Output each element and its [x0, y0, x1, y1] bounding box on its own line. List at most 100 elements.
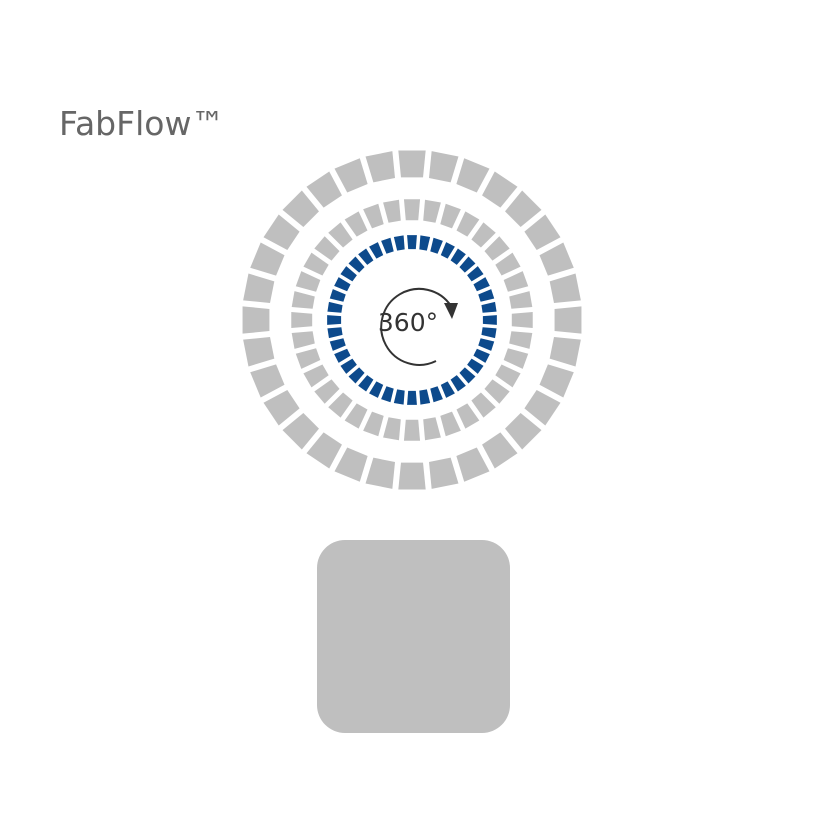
ring-segment — [393, 389, 405, 405]
ring-segment — [243, 273, 275, 303]
ring-segment — [263, 214, 300, 250]
ring-segment — [482, 432, 518, 469]
ring-segment — [524, 214, 561, 250]
ring-segment — [291, 291, 315, 309]
ring-segment — [459, 256, 476, 273]
ring-segment — [250, 242, 285, 276]
ring-segment — [306, 171, 342, 208]
ring-segment — [369, 242, 384, 259]
ring-segment — [478, 338, 495, 351]
ring-segment — [505, 413, 542, 450]
ring-segment — [440, 411, 461, 437]
ring-segment — [348, 367, 365, 384]
ring-segment — [450, 375, 466, 392]
ring-segment — [340, 358, 357, 374]
inner-ring — [327, 235, 497, 405]
ring-segment — [423, 417, 441, 441]
ring-segment — [419, 235, 431, 251]
ring-segment — [430, 237, 443, 254]
ring-segment — [440, 242, 455, 259]
ring-segment — [403, 199, 421, 221]
ring-segment — [430, 386, 443, 403]
ring-segment — [334, 348, 351, 363]
ring-segment — [473, 348, 490, 363]
middle-ring — [291, 199, 533, 441]
ring-segment — [358, 248, 374, 265]
ring-segment — [473, 277, 490, 292]
ring-segment — [314, 379, 340, 404]
ring-segment — [250, 364, 285, 398]
ring-segment — [398, 462, 426, 490]
ring-segment — [407, 235, 417, 250]
ring-segment — [403, 419, 421, 441]
ring-segment — [344, 403, 368, 429]
ring-segment — [334, 158, 368, 193]
ring-segment — [306, 432, 342, 469]
segmented-rings — [242, 150, 582, 490]
ring-segment — [383, 199, 401, 223]
ring-segment — [471, 222, 496, 248]
ring-segment — [348, 256, 365, 273]
ring-segment — [503, 348, 529, 369]
ring-segment — [429, 457, 459, 489]
ring-segment — [398, 150, 426, 178]
ring-segment — [459, 367, 476, 384]
ring-segment — [456, 403, 480, 429]
ring-segment — [524, 390, 561, 426]
ring-segment — [456, 211, 480, 237]
brand-title: FabFlow™ — [59, 104, 225, 143]
ring-segment — [549, 337, 581, 367]
placeholder-tile — [317, 540, 510, 733]
ring-segment — [365, 457, 395, 489]
ring-segment — [440, 381, 455, 398]
ring-segment — [481, 301, 497, 313]
ring-segment — [423, 199, 441, 223]
ring-segment — [303, 252, 329, 276]
ring-segment — [393, 235, 405, 251]
ring-segment — [495, 364, 521, 388]
ring-segment — [329, 289, 346, 302]
outer-ring — [242, 150, 582, 490]
ring-segment — [456, 447, 490, 482]
ring-segment — [495, 252, 521, 276]
ring-segment — [511, 311, 533, 329]
ring-segment — [482, 171, 518, 208]
ring-segment — [334, 277, 351, 292]
ring-segment — [503, 271, 529, 292]
ring-segment — [509, 291, 533, 309]
ring-segment — [549, 273, 581, 303]
ring-segment — [363, 411, 384, 437]
ring-segment — [291, 311, 313, 329]
ring-segment — [329, 338, 346, 351]
ring-segment — [291, 331, 315, 349]
ring-segment — [263, 390, 300, 426]
ring-segment — [243, 337, 275, 367]
ring-segment — [467, 358, 484, 374]
ring-segment — [554, 306, 582, 334]
ring-segment — [381, 386, 394, 403]
ring-segment — [383, 417, 401, 441]
ring-segment — [509, 331, 533, 349]
ring-segment — [242, 306, 270, 334]
ring-segment — [407, 390, 417, 405]
ring-segment — [484, 236, 510, 261]
ring-segment — [539, 364, 574, 398]
ring-segment — [539, 242, 574, 276]
ring-segment — [429, 151, 459, 183]
ring-segment — [440, 203, 461, 229]
ring-segment — [295, 348, 321, 369]
ring-segment — [327, 301, 343, 313]
ring-segment — [450, 248, 466, 265]
ring-segment — [363, 203, 384, 229]
ring-segment — [419, 389, 431, 405]
ring-segment — [467, 266, 484, 282]
ring-segment — [365, 151, 395, 183]
ring-segment — [481, 327, 497, 339]
rotate-clockwise-icon — [380, 287, 458, 366]
ring-segment — [484, 379, 510, 404]
ring-segment — [340, 266, 357, 282]
ring-segment — [482, 315, 497, 325]
ring-segment — [327, 315, 342, 325]
ring-segment — [381, 237, 394, 254]
